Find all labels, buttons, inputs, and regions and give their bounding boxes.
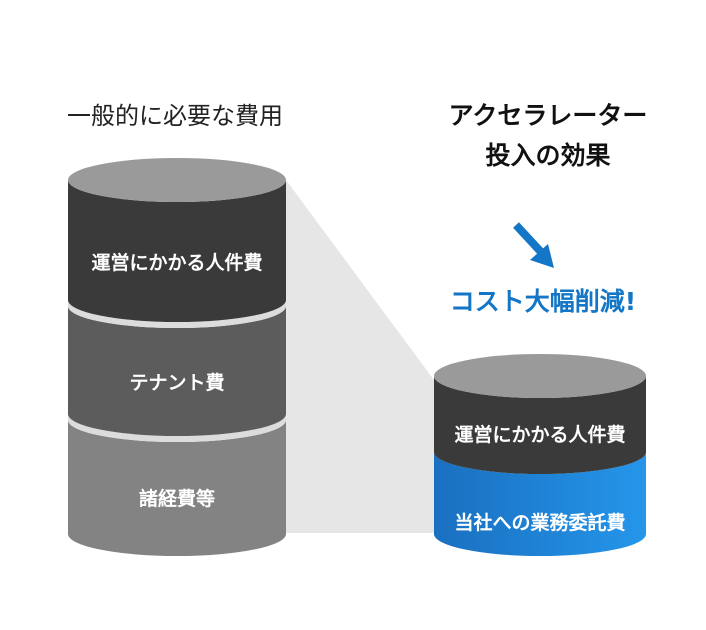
left-separator-1	[68, 300, 286, 328]
down-right-arrow-icon	[513, 222, 554, 268]
left-label-tenant: テナント費	[129, 372, 225, 394]
left-heading: 一般的に必要な費用	[67, 102, 283, 130]
left-label-labor: 運営にかかる人件費	[91, 252, 263, 274]
left-cylinder-cap	[68, 158, 286, 202]
right-label-labor: 運営にかかる人件費	[454, 424, 626, 446]
right-heading: アクセラレーター 投入の効果	[418, 96, 678, 176]
right-label-outsourcing: 当社への業務委託費	[454, 512, 626, 534]
right-heading-line2: 投入の効果	[485, 141, 611, 170]
right-segment-outsourcing	[434, 452, 646, 556]
left-cylinder	[68, 158, 286, 556]
left-label-misc: 諸経費等	[138, 488, 215, 510]
cost-reduction-tagline: コスト大幅削減!	[449, 287, 637, 316]
left-segment-tenant	[68, 306, 286, 436]
right-cylinder	[434, 354, 646, 556]
right-heading-line1: アクセラレーター	[448, 101, 648, 130]
left-separator-2	[68, 414, 286, 442]
left-segment-labor	[68, 180, 286, 322]
right-segment-labor	[434, 376, 646, 474]
projection-funnel	[286, 180, 434, 533]
right-cylinder-cap	[434, 354, 646, 398]
left-segment-misc	[68, 420, 286, 556]
